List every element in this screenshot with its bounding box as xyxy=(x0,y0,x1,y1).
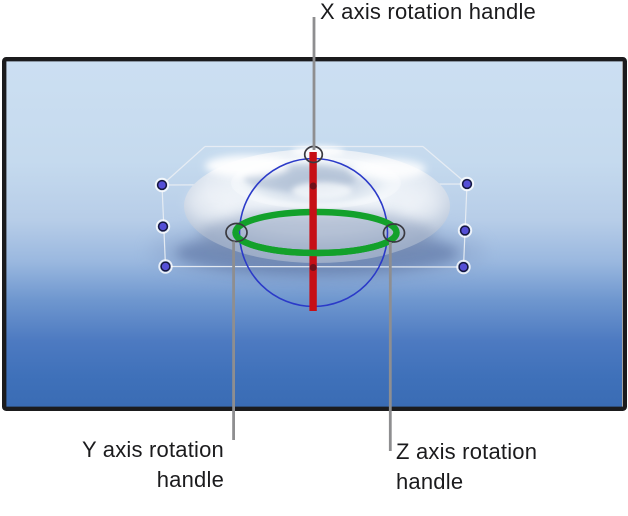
x-axis-rotation-label: X axis rotation handle xyxy=(320,0,536,24)
selection-handle-dots xyxy=(154,176,475,275)
z-axis-rotation-label-line2: handle xyxy=(396,469,464,494)
torus-sheen-right xyxy=(398,190,442,220)
x-axis-upper-dot xyxy=(309,182,317,190)
z-axis-rotation-label: Z axis rotation handle xyxy=(396,437,537,497)
torus-sheen-left xyxy=(187,187,239,221)
selection-handle-dot[interactable] xyxy=(459,176,475,192)
torus-rim-highlight-left xyxy=(205,155,289,177)
selection-handle-dot[interactable] xyxy=(154,177,170,193)
selection-handle-dot[interactable] xyxy=(457,223,473,238)
selection-handle-dot[interactable] xyxy=(155,219,171,234)
selection-handle-dot[interactable] xyxy=(158,259,173,274)
selection-handle-dot[interactable] xyxy=(456,259,471,275)
x-rotation-axis-line[interactable] xyxy=(309,152,317,311)
y-axis-rotation-label-line1: Y axis rotation xyxy=(81,437,224,462)
y-axis-rotation-label-line2: handle xyxy=(156,467,224,492)
z-rotation-handle-ring[interactable] xyxy=(382,223,406,243)
z-rotation-ring-front[interactable] xyxy=(232,231,400,257)
torus-hole-highlight xyxy=(292,182,352,200)
y-rotation-handle-ring[interactable] xyxy=(225,222,248,243)
x-axis-lower-dot xyxy=(309,264,317,271)
torus-rim-highlight-right xyxy=(350,159,426,179)
y-axis-rotation-label: Y axis rotation handle xyxy=(0,435,224,495)
z-axis-rotation-label-line1: Z axis rotation xyxy=(396,439,538,464)
